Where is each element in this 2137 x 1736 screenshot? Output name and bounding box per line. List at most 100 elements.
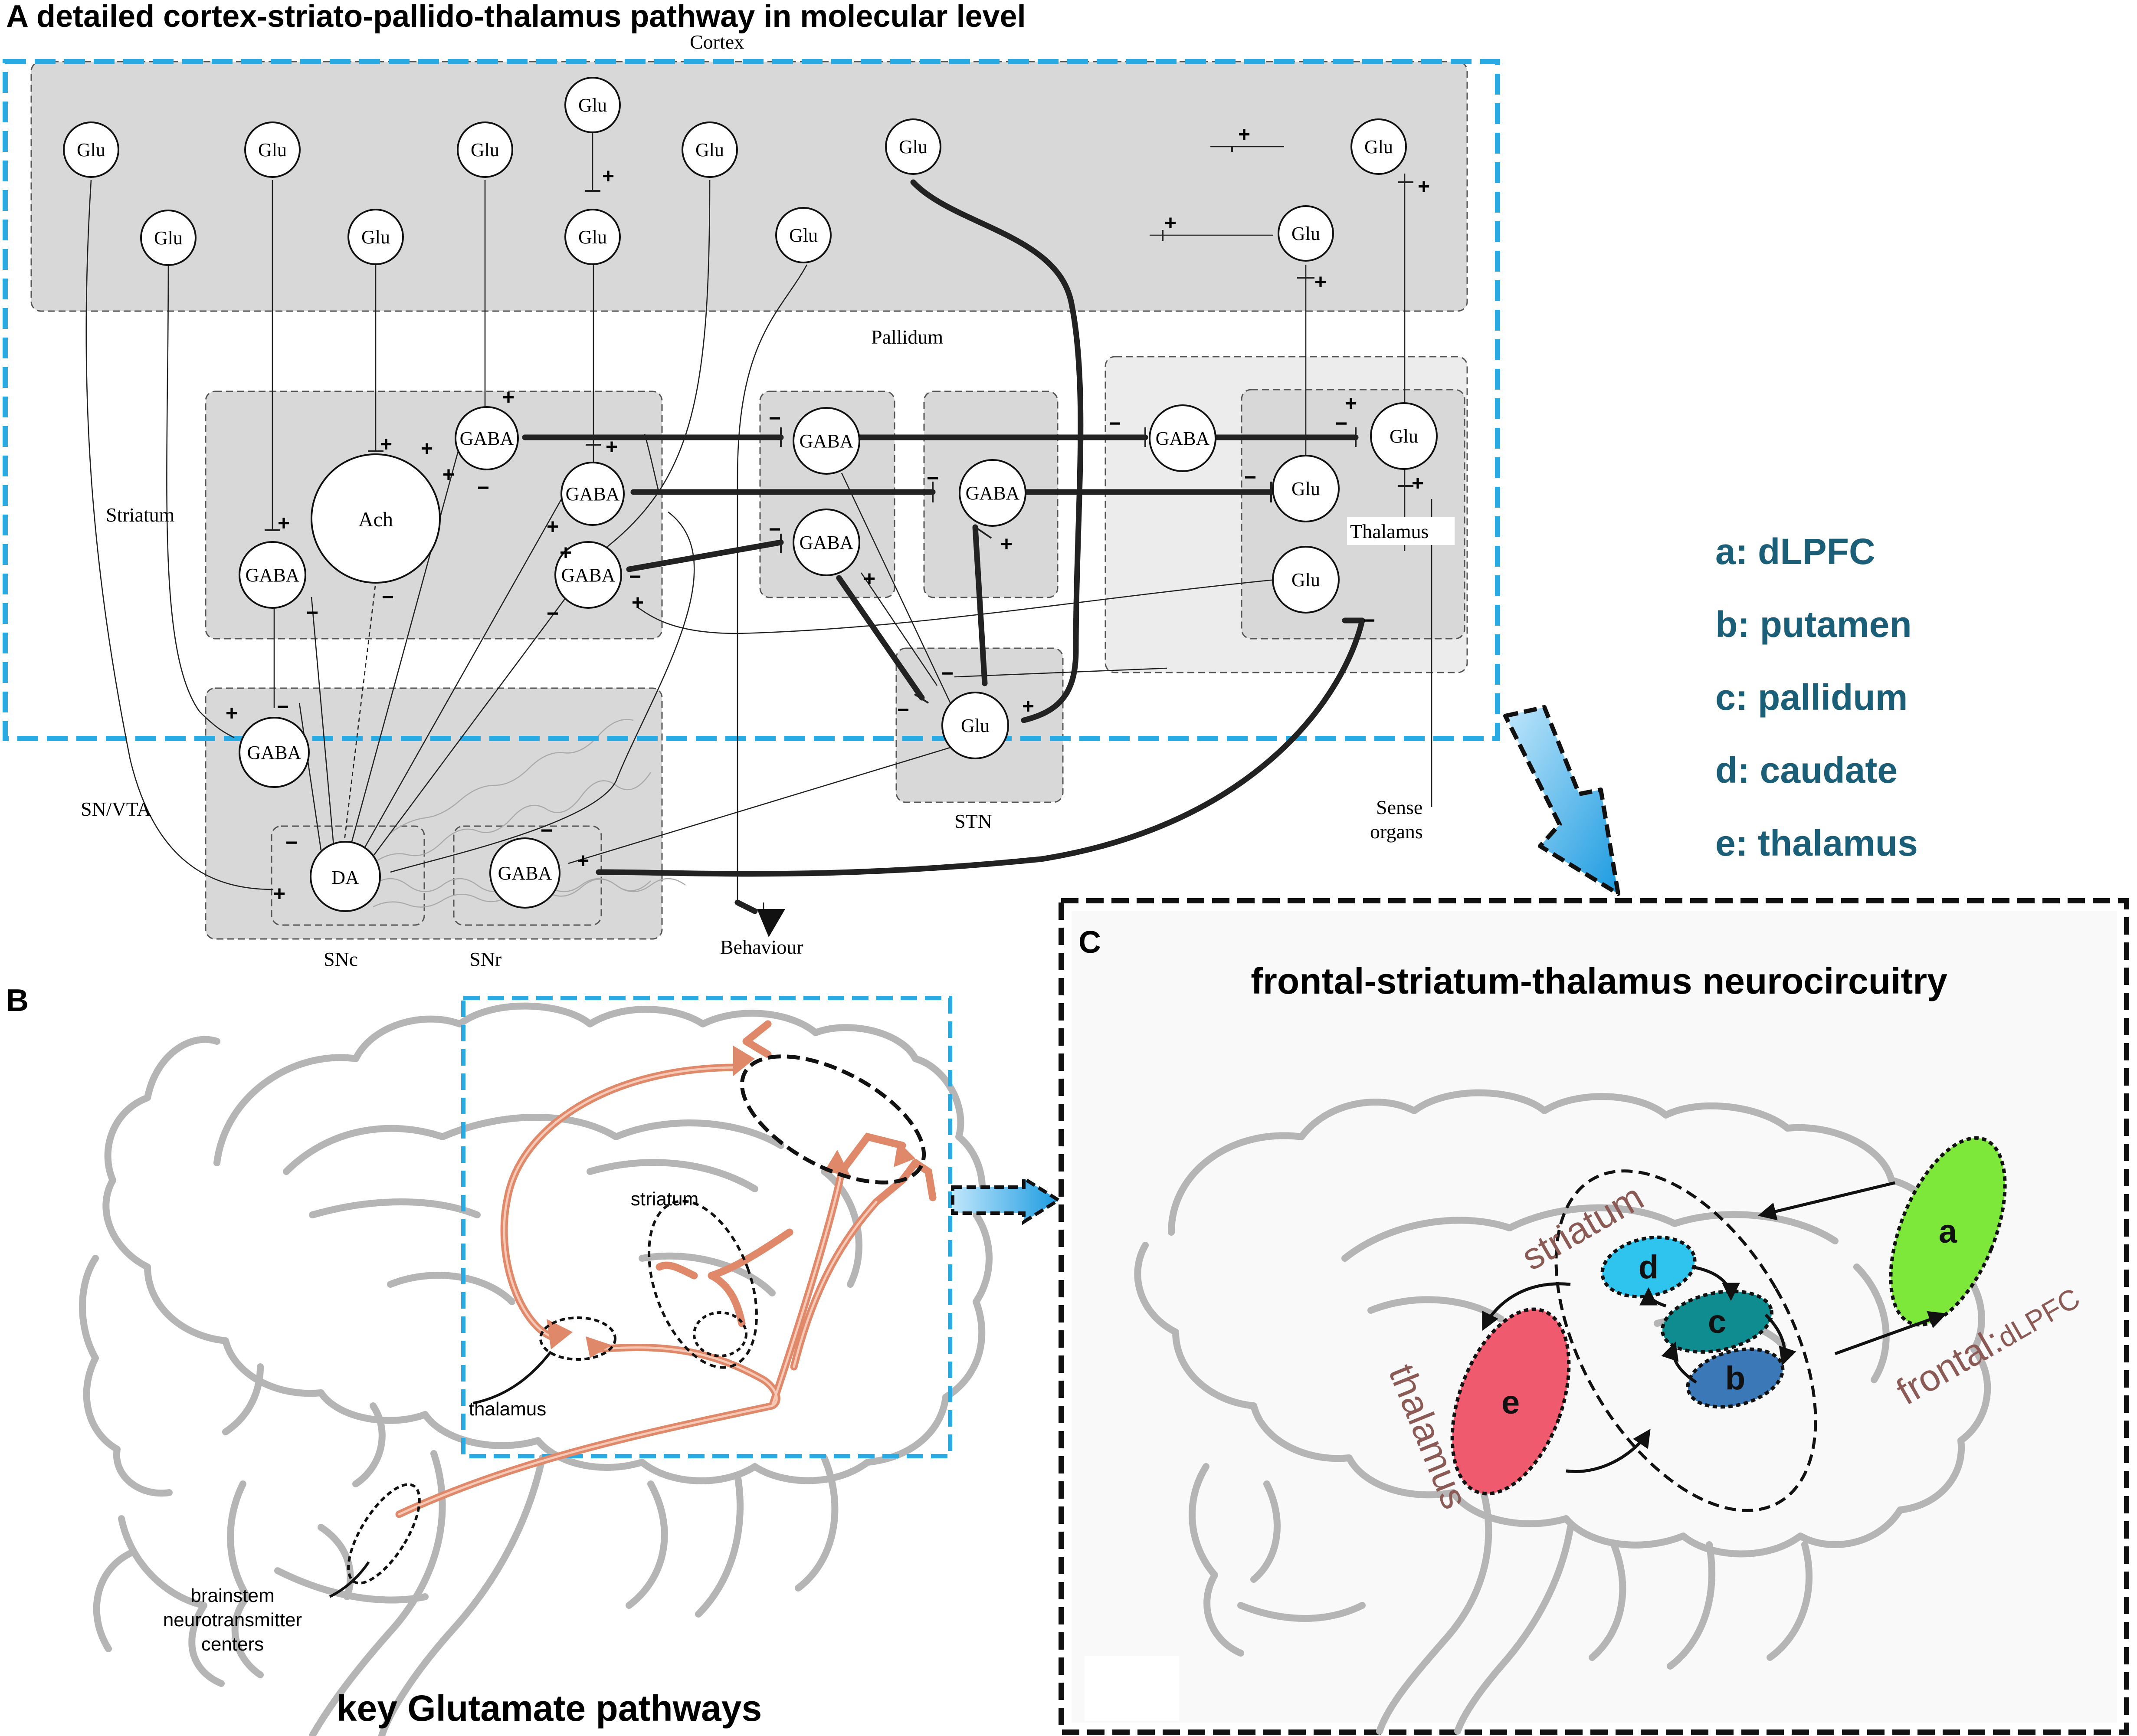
sign-plus: + — [602, 165, 614, 188]
node-c — [1661, 1290, 1773, 1354]
sign-plus: + — [1000, 533, 1013, 556]
legend-item-e: e: thalamus — [1715, 823, 1918, 863]
sign-plus: + — [502, 386, 515, 409]
striatum-label: Striatum — [106, 504, 175, 526]
neuron-label: GABA — [800, 532, 854, 553]
sign-minus: − — [629, 565, 641, 588]
sign-plus: + — [1238, 123, 1250, 146]
neuron-label: Glu — [154, 227, 183, 249]
sign-plus: + — [273, 883, 285, 906]
neuron-label: Glu — [789, 225, 818, 246]
brainstem-label: brainstem — [190, 1585, 274, 1606]
sign-minus: − — [382, 586, 394, 609]
sign-minus: − — [769, 518, 781, 541]
node-e-label: e — [1501, 1384, 1520, 1421]
sign-plus: + — [1314, 271, 1327, 294]
neuron-label: GABA — [246, 564, 300, 586]
panel-a-highlight-box — [3, 59, 1500, 741]
brainstem-pointer — [329, 1561, 370, 1598]
panel-c-nodes — [1450, 1136, 2007, 1496]
sign-plus: + — [1412, 472, 1424, 495]
sign-minus: − — [547, 602, 559, 625]
neuron-label: Glu — [1291, 569, 1320, 591]
panel-b: B — [6, 983, 1062, 1736]
sign-minus: − — [1109, 412, 1121, 435]
sign-plus: + — [380, 433, 392, 456]
thin-connections — [85, 100, 1432, 902]
legend-item-b: b: putamen — [1715, 604, 1912, 645]
arrow-c-to-b — [1764, 1313, 1796, 1366]
node-b-label: b — [1725, 1360, 1745, 1397]
node-d — [1600, 1235, 1697, 1299]
sign-minus: − — [897, 699, 909, 722]
sign-minus: − — [277, 696, 289, 719]
panel-b-letter: B — [6, 983, 29, 1018]
panel-b-title: key Glutamate pathways — [337, 1688, 762, 1729]
neurons-basal — [239, 402, 1438, 912]
behaviour-arrow-head — [757, 909, 785, 937]
arrow-striatum-to-e — [1482, 1282, 1571, 1331]
striatum-inner-ellipse — [693, 1311, 747, 1357]
pallidum-label: Pallidum — [871, 326, 943, 348]
sign-plus: + — [226, 702, 238, 725]
sense-organs-label: Sense — [1376, 796, 1422, 818]
striatum-dashed-ellipse — [1554, 1169, 1817, 1512]
neuron-label: GABA — [561, 564, 616, 586]
sense-organs-label: organs — [1370, 820, 1423, 843]
panel-c-letter: C — [1078, 925, 1101, 960]
neuron-label: GABA — [966, 482, 1020, 504]
sign-minus: − — [306, 601, 318, 624]
sign-minus: − — [541, 819, 553, 842]
neuron-label: Glu — [471, 139, 499, 161]
behaviour-label: Behaviour — [720, 936, 803, 958]
brain-outline-b — [79, 1002, 993, 1736]
panel-a-title: detailed cortex-striato-pallido-thalamus… — [36, 0, 1026, 34]
neuron-label: GABA — [1156, 428, 1210, 449]
panel-c-background — [1072, 911, 2117, 1723]
node-a — [1889, 1136, 2007, 1327]
panel-b-highlight-box — [461, 996, 952, 1458]
neuron-label: Glu — [961, 715, 990, 736]
neuron-label: GABA — [498, 863, 552, 884]
neuron-label: Glu — [258, 139, 287, 161]
node-e — [1450, 1307, 1571, 1496]
neuron-label: Glu — [361, 226, 390, 248]
arrow-b-to-c — [951, 1175, 1062, 1225]
sign-plus: + — [863, 568, 875, 591]
thalamus-label-bg — [1347, 517, 1455, 545]
panel-c: C frontal-striatum-thalamus neurocircuit… — [1059, 898, 2129, 1735]
neuron-label: GABA — [800, 430, 854, 452]
neuron-label: Glu — [1390, 426, 1418, 447]
neuron-label: GABA — [247, 742, 302, 763]
brainstem-label: neurotransmitter — [163, 1609, 302, 1631]
neuron-label: Glu — [578, 226, 607, 248]
thalamus-label-b: thalamus — [469, 1398, 547, 1420]
brainstem-ellipse — [347, 1483, 421, 1585]
sign-plus: + — [632, 591, 644, 614]
neuron-label: Glu — [1364, 136, 1393, 158]
neuron-label: Glu — [578, 95, 607, 116]
sign-minus: − — [769, 407, 781, 430]
neuron-label: Glu — [695, 139, 724, 161]
sign-plus: + — [278, 512, 290, 535]
thalamus-label: Thalamus — [1350, 520, 1429, 542]
sn-vta-label: SN/VTA — [81, 798, 151, 820]
sign-minus: − — [1244, 466, 1256, 489]
brainstem-label: centers — [201, 1634, 264, 1655]
arrow-a-to-striatum — [1757, 1181, 1895, 1221]
neuron-label: Glu — [1291, 478, 1320, 499]
neuron-label: Glu — [1291, 223, 1320, 244]
sign-minus: − — [285, 831, 298, 854]
arrow-striatum-to-a — [1834, 1311, 1947, 1355]
striatum-label-b: striatum — [631, 1188, 698, 1210]
sign-plus: + — [547, 515, 559, 538]
neuron-label: Glu — [77, 139, 105, 161]
sign-plus: + — [577, 850, 589, 873]
legend-item-c: c: pallidum — [1715, 677, 1908, 718]
arrow-b-to-c — [1661, 1342, 1697, 1384]
sign-plus: + — [1418, 175, 1430, 198]
sign-minus: − — [941, 662, 954, 685]
sign-plus: + — [442, 463, 455, 486]
thalamus-pointer — [472, 1351, 552, 1405]
